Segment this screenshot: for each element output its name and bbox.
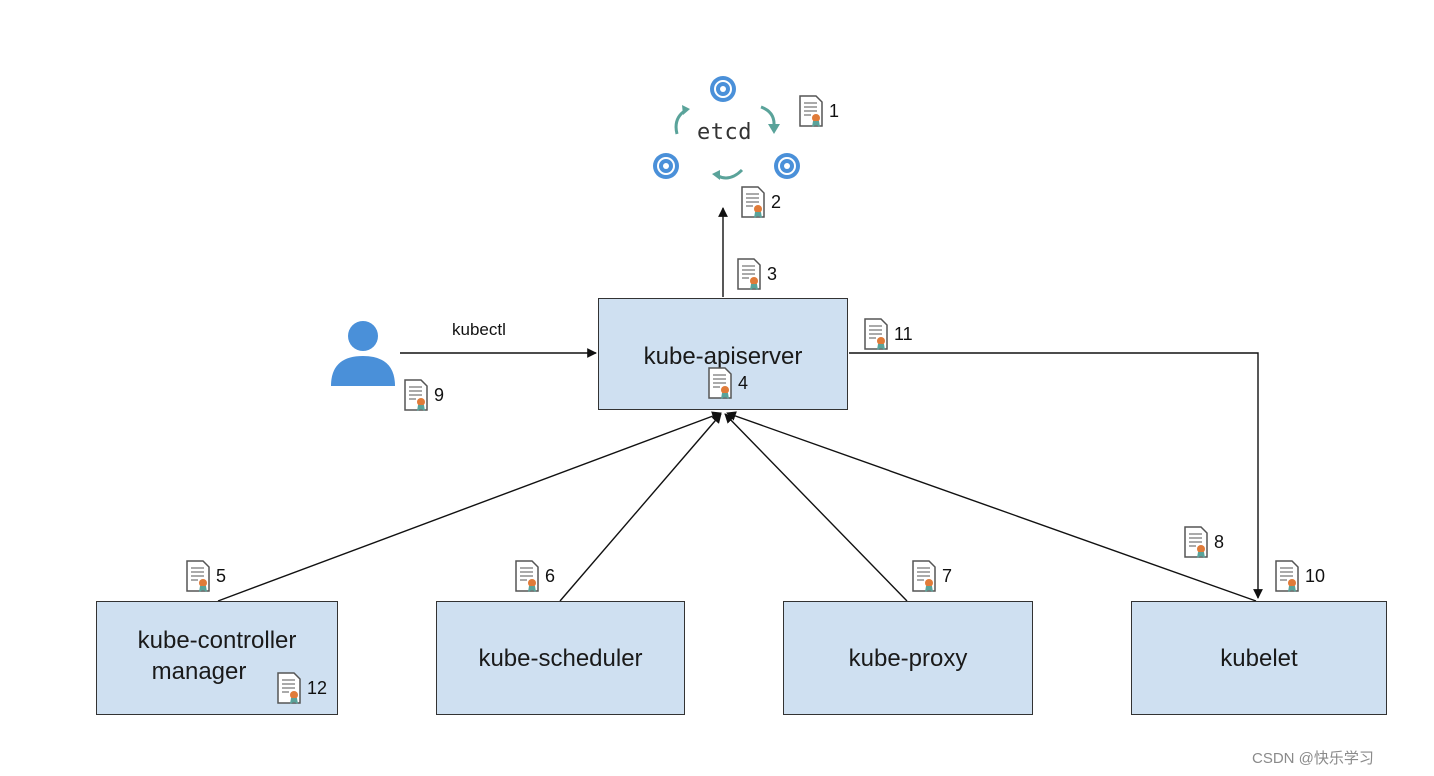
certificate-marker: 5 bbox=[184, 559, 226, 593]
certificate-number: 3 bbox=[767, 263, 778, 284]
edge-apiserver-to-kubelet bbox=[849, 352, 1263, 599]
kube-apiserver-node: kube-apiserver bbox=[598, 298, 848, 410]
edge-scheduler-to-apiserver bbox=[559, 413, 722, 602]
certificate-number: 6 bbox=[545, 565, 556, 586]
kube-proxy-node: kube-proxy bbox=[783, 601, 1033, 715]
certificate-marker: 9 bbox=[402, 378, 444, 412]
certificate-marker: 7 bbox=[910, 559, 952, 593]
certificate-marker: 11 bbox=[862, 317, 913, 351]
certificate-marker: 10 bbox=[1273, 559, 1325, 593]
certificate-number: 5 bbox=[216, 565, 227, 586]
certificate-icon bbox=[864, 318, 888, 350]
etcd-node-icon bbox=[774, 153, 800, 179]
certificate-marker: 1 bbox=[797, 94, 839, 128]
edge-label-kubectl: kubectl bbox=[452, 320, 506, 339]
certificate-icon bbox=[799, 95, 823, 127]
etcd-label: etcd bbox=[697, 120, 752, 145]
certificate-marker: 2 bbox=[739, 185, 781, 219]
edge-controller-to-apiserver bbox=[217, 411, 722, 602]
node-label: kube-controller bbox=[137, 627, 297, 654]
etcd-node-icon bbox=[653, 153, 679, 179]
certificate-number: 12 bbox=[307, 677, 328, 698]
sync-arrow-icon bbox=[760, 105, 780, 134]
node-label: kube-scheduler bbox=[478, 644, 643, 672]
certificate-marker: 8 bbox=[1182, 525, 1224, 559]
certificate-icon bbox=[515, 560, 539, 592]
certificate-icon bbox=[912, 560, 936, 592]
sync-arrow-icon bbox=[674, 105, 690, 135]
certificate-marker: 4 bbox=[706, 366, 748, 400]
certificate-number: 11 bbox=[894, 323, 913, 344]
certificate-icon bbox=[277, 672, 301, 704]
certificate-icon bbox=[708, 367, 732, 399]
certificate-marker: 3 bbox=[735, 257, 777, 291]
edge-proxy-to-apiserver bbox=[724, 413, 908, 602]
certificate-number: 2 bbox=[771, 191, 782, 212]
certificate-icon bbox=[186, 560, 210, 592]
node-label: kube-apiserver bbox=[643, 343, 803, 370]
certificate-number: 9 bbox=[434, 384, 445, 405]
certificate-marker: 12 bbox=[275, 671, 327, 705]
certificate-icon bbox=[1275, 560, 1299, 592]
certificate-number: 10 bbox=[1305, 565, 1326, 586]
certificate-icon bbox=[737, 258, 761, 290]
kube-scheduler-node: kube-scheduler bbox=[436, 601, 685, 715]
edge-kubelet-to-apiserver bbox=[726, 411, 1257, 602]
node-label: kubelet bbox=[1220, 644, 1298, 672]
certificate-marker: 6 bbox=[513, 559, 555, 593]
user-icon bbox=[331, 321, 395, 386]
kubelet-node: kubelet bbox=[1131, 601, 1387, 715]
certificate-number: 8 bbox=[1214, 531, 1225, 552]
certificate-icon bbox=[1184, 526, 1208, 558]
certificate-icon bbox=[404, 379, 428, 411]
sync-arrow-icon bbox=[712, 168, 744, 180]
etcd-node-icon bbox=[710, 76, 736, 102]
node-label: kube-proxy bbox=[848, 644, 968, 672]
certificate-number: 1 bbox=[829, 100, 840, 121]
certificate-number: 7 bbox=[942, 565, 953, 586]
node-label: manager bbox=[151, 658, 247, 685]
certificate-number: 4 bbox=[738, 372, 749, 393]
watermark: CSDN @快乐学习 bbox=[1252, 750, 1374, 767]
certificate-icon bbox=[741, 186, 765, 218]
